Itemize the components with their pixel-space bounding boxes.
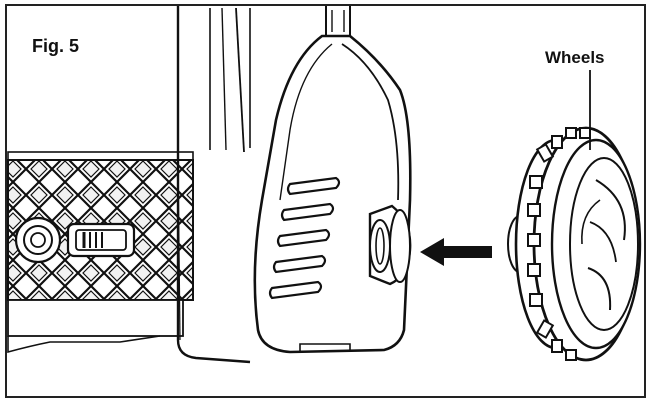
base-panel: [7, 151, 194, 354]
vent-slots: [268, 176, 341, 300]
axle-hub: [368, 204, 412, 286]
figure-label: Fig. 5: [32, 36, 80, 56]
power-switch: [66, 222, 136, 258]
wheels-callout: Wheels: [545, 48, 605, 67]
side-cover: [253, 34, 412, 354]
top-clip: [325, 6, 351, 40]
wheel: [507, 126, 642, 362]
housing-body: [176, 6, 251, 364]
outlet-socket: [14, 216, 62, 264]
direction-arrow: [420, 238, 492, 266]
